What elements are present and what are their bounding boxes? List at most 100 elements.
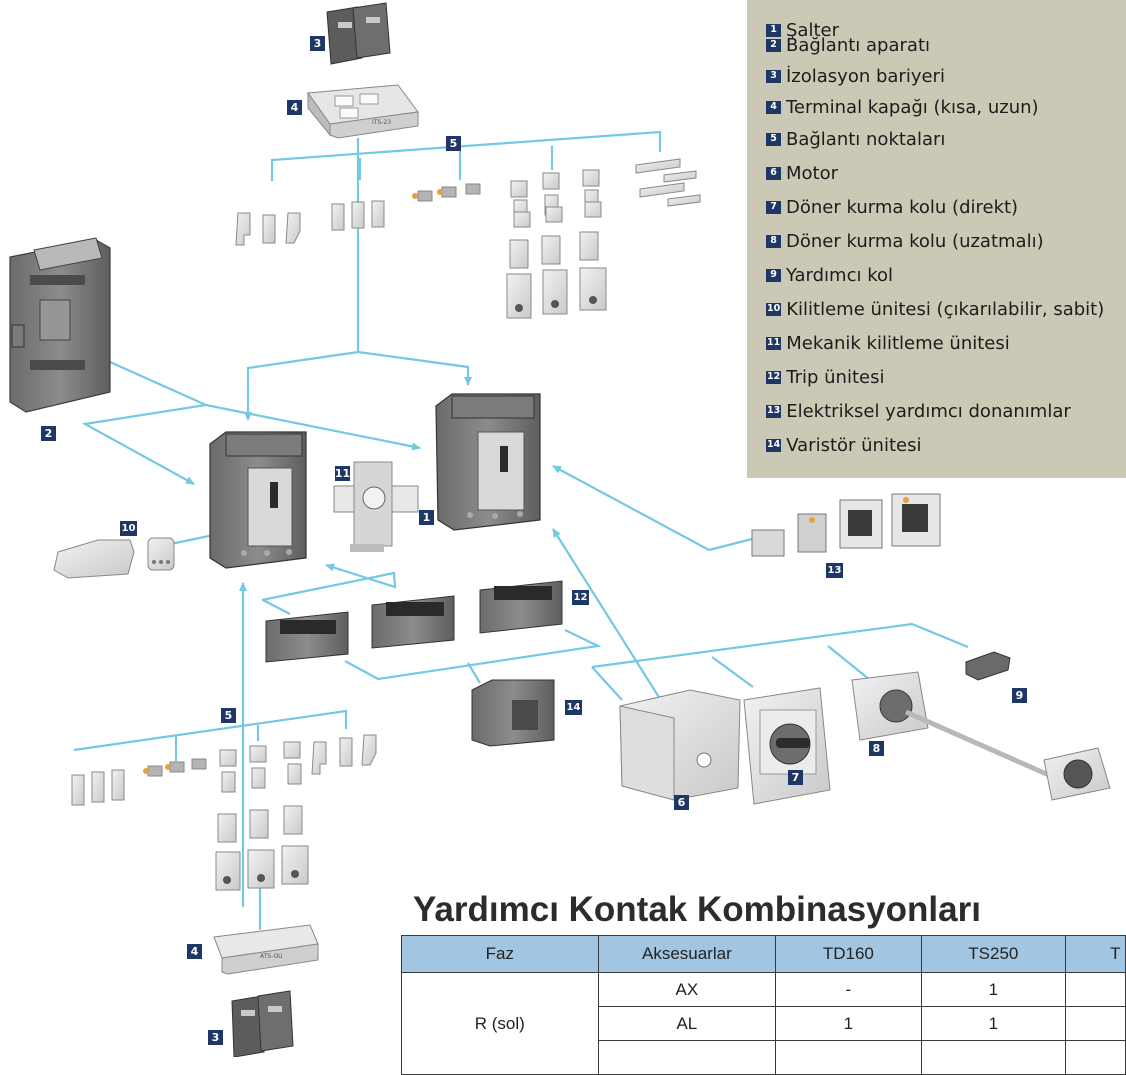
legend-label: Mekanik kilitleme ünitesi — [786, 332, 1010, 354]
section-title: Yardımcı Kontak Kombinasyonları — [413, 890, 981, 929]
legend-badge: 4 — [766, 100, 781, 114]
badge-6: 6 — [674, 795, 689, 810]
legend-badge: 5 — [766, 132, 781, 146]
connection-block — [9, 237, 111, 413]
cover-bottom-text: ATS-OU — [260, 953, 283, 960]
locking-units — [53, 537, 175, 579]
breaker-left — [209, 431, 307, 569]
header-td160: TD160 — [775, 935, 922, 973]
legend-label: Döner kurma kolu (uzatmalı) — [786, 230, 1044, 252]
cover-top-text: ITS-23 — [372, 119, 391, 126]
badge-13: 13 — [826, 563, 843, 578]
legend-badge: 13 — [766, 404, 782, 418]
legend-item-8: 8 Döner kurma kolu (uzatmalı) — [766, 228, 1044, 254]
legend-label: Yardımcı kol — [786, 264, 894, 286]
contact-combination-table: Faz Aksesuarlar TD160 TS250 T R (sol) AX… — [401, 935, 1126, 1075]
legend-item-14: 14 Varistör ünitesi — [766, 432, 921, 458]
connector-lines — [71, 130, 969, 930]
legend-item-12: 12 Trip ünitesi — [766, 364, 884, 390]
breaker-main — [435, 393, 541, 531]
header-faz: Faz — [401, 935, 599, 973]
terminal-cover-bottom: ATS-OU — [213, 924, 319, 975]
legend-item-7: 7 Döner kurma kolu (direkt) — [766, 194, 1018, 220]
legend-item-11: 11 Mekanik kilitleme ünitesi — [766, 330, 1010, 356]
legend-badge: 3 — [766, 69, 781, 83]
legend-item-9: 9 Yardımcı kol — [766, 262, 893, 288]
badge-12: 12 — [572, 590, 589, 605]
legend-item-5: 5 Bağlantı noktaları — [766, 126, 945, 152]
td160-cell: 1 — [775, 1006, 922, 1041]
accessory-cell: AX — [597, 972, 777, 1007]
legend-badge: 2 — [766, 38, 781, 52]
legend-item-1: 1 Şalter — [766, 17, 839, 43]
badge-4-bottom: 4 — [187, 944, 202, 959]
terminal-cover-top: ITS-23 — [307, 84, 419, 139]
legend-label: Elektriksel yardımcı donanımlar — [786, 400, 1071, 422]
legend-label: Varistör ünitesi — [786, 434, 922, 456]
connection-parts-top — [235, 158, 701, 319]
badge-8: 8 — [869, 741, 884, 756]
header-t: T — [1065, 935, 1126, 973]
badge-2: 2 — [41, 426, 56, 441]
legend-badge: 8 — [766, 234, 781, 248]
badge-11: 11 — [334, 466, 351, 481]
legend-badge: 12 — [766, 370, 782, 384]
rotary-handle-extended — [851, 671, 1111, 801]
legend-label: İzolasyon bariyeri — [786, 65, 945, 87]
trip-units — [265, 580, 563, 663]
legend-label: Trip ünitesi — [786, 366, 885, 388]
t-cell — [1065, 1006, 1126, 1041]
accessory-cell: AL — [597, 1006, 777, 1041]
legend-item-10: 10 Kilitleme ünitesi (çıkarılabilir, sabi… — [766, 296, 1104, 322]
varistor-unit — [471, 679, 555, 747]
legend-badge: 7 — [766, 200, 781, 214]
legend-label: Kilitleme ünitesi (çıkarılabilir, sabit) — [786, 298, 1105, 320]
rotary-handle-direct — [743, 687, 831, 805]
legend-item-2: 2 Bağlantı aparatı — [766, 32, 930, 58]
connection-parts-bottom — [71, 734, 377, 891]
td160-cell: - — [775, 972, 922, 1007]
badge-7: 7 — [788, 770, 803, 785]
t-cell — [1065, 972, 1126, 1007]
badge-14: 14 — [565, 700, 582, 715]
legend-label: Bağlantı aparatı — [786, 34, 930, 56]
header-ts250: TS250 — [920, 935, 1067, 973]
badge-9: 9 — [1012, 688, 1027, 703]
legend-label: Döner kurma kolu (direkt) — [786, 196, 1019, 218]
badge-10: 10 — [120, 521, 137, 536]
header-aksesuarlar: Aksesuarlar — [597, 935, 777, 973]
td160-cell — [775, 1040, 922, 1075]
badge-4-top: 4 — [287, 100, 302, 115]
badge-1: 1 — [419, 510, 434, 525]
legend-panel: 1 Şalter 2 Bağlantı aparatı 3 İzolasyon bar… — [747, 0, 1126, 478]
table-row: R (sol) AX - 1 — [401, 972, 1126, 1075]
isolation-barrier-top — [326, 2, 391, 65]
badge-5-top: 5 — [446, 136, 461, 151]
motor-operator — [619, 689, 741, 801]
accessory-cell — [597, 1040, 777, 1075]
isolation-barrier-bottom — [231, 990, 294, 1057]
legend-badge: 11 — [766, 336, 782, 350]
legend-badge: 1 — [766, 23, 781, 37]
badge-3-top: 3 — [310, 36, 325, 51]
legend-label: Bağlantı noktaları — [786, 128, 946, 150]
legend-label: Motor — [786, 162, 839, 184]
legend-badge: 14 — [766, 438, 782, 452]
legend-badge: 10 — [766, 302, 782, 316]
legend-label: Şalter — [786, 19, 839, 41]
legend-item-3: 3 İzolasyon bariyeri — [766, 63, 945, 89]
t-cell — [1065, 1040, 1126, 1075]
mechanical-interlock — [333, 461, 419, 552]
auxiliary-handle — [965, 651, 1011, 681]
ts250-cell: 1 — [920, 972, 1067, 1007]
ts250-cell: 1 — [920, 1006, 1067, 1041]
badge-3-bottom: 3 — [208, 1030, 223, 1045]
legend-badge: 6 — [766, 166, 781, 180]
legend-badge: 9 — [766, 268, 781, 282]
legend-item-13: 13 Elektriksel yardımcı donanımlar — [766, 398, 1071, 424]
table-header-row: Faz Aksesuarlar TD160 TS250 T — [401, 935, 1126, 973]
badge-5-bottom: 5 — [221, 708, 236, 723]
ts250-cell — [920, 1040, 1067, 1075]
